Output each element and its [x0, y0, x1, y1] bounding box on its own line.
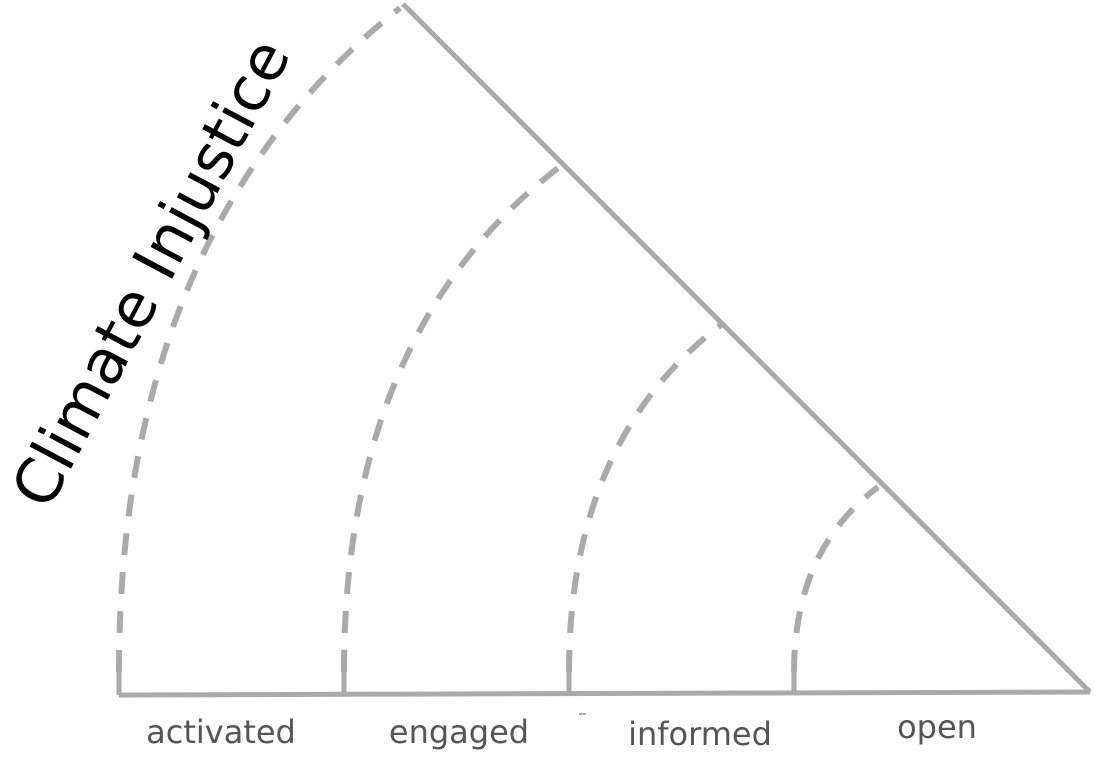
- band-label-engaged: engaged: [389, 713, 529, 751]
- diagram-title: Climate Injustice: [0, 27, 305, 519]
- band-arc-engaged: [341, 162, 564, 673]
- band-label-informed: informed: [628, 715, 772, 753]
- triangle-baseline: [118, 689, 1091, 698]
- triangle-hypotenuse: [401, 2, 1092, 694]
- band-arc-activated: [116, 5, 402, 673]
- band-arc-open: [791, 484, 880, 673]
- band-label-activated: activated: [146, 713, 296, 751]
- band-label-open: open: [897, 708, 977, 746]
- band-arc-informed: [566, 321, 724, 673]
